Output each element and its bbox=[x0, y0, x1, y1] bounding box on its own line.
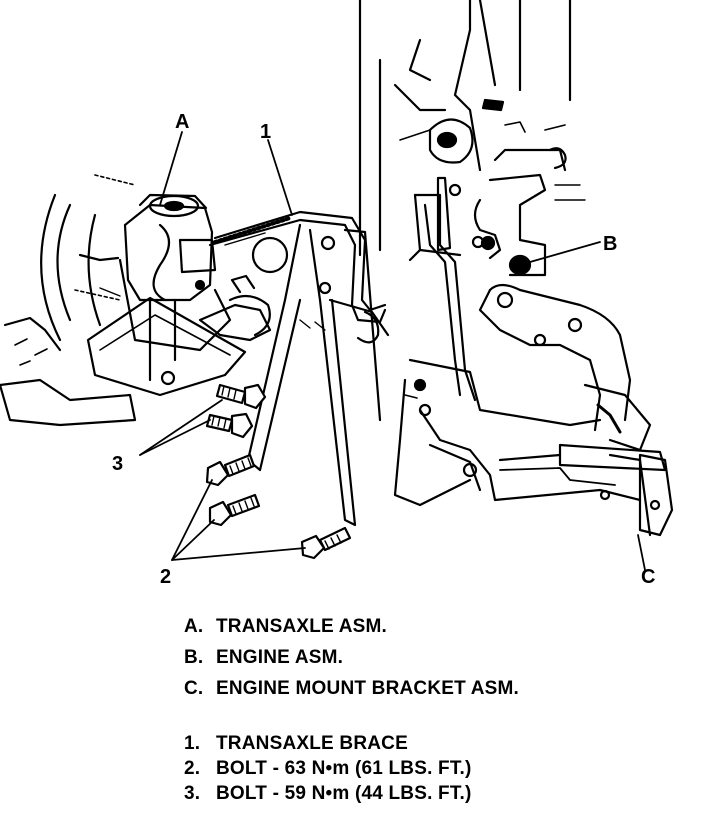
legend-key: 3. bbox=[184, 783, 201, 804]
legend-text: BOLT - 59 N•m (44 LBS. FT.) bbox=[216, 783, 472, 804]
bolts-3 bbox=[205, 383, 267, 439]
callout-1: 1 bbox=[260, 121, 271, 143]
transaxle-assembly bbox=[0, 174, 289, 427]
callout-b: B bbox=[603, 233, 617, 255]
legend-key: 1. bbox=[184, 733, 201, 754]
bolt-3-upper bbox=[215, 383, 267, 410]
leader-lines bbox=[139, 131, 646, 571]
legend-key: 2. bbox=[184, 758, 201, 779]
callout-2: 2 bbox=[160, 566, 171, 588]
legend-item-2: 2. BOLT - 63 N•m (61 LBS. FT.) bbox=[184, 758, 472, 780]
callout-3: 3 bbox=[112, 453, 123, 475]
callout-a: A bbox=[175, 111, 189, 133]
legend-item-3: 3. BOLT - 59 N•m (44 LBS. FT.) bbox=[184, 783, 472, 805]
legend-text: BOLT - 63 N•m (61 LBS. FT.) bbox=[216, 758, 472, 779]
bolt-2-lower bbox=[300, 526, 352, 560]
legend-item-1: 1. TRANSAXLE BRACE bbox=[184, 733, 408, 755]
legend-item-a: A. TRANSAXLE ASM. bbox=[184, 616, 387, 638]
legend-text: ENGINE ASM. bbox=[216, 647, 344, 668]
legend-text: TRANSAXLE BRACE bbox=[216, 733, 408, 754]
engine-mount-bracket bbox=[393, 193, 674, 537]
callout-c: C bbox=[641, 566, 655, 588]
legend-text: TRANSAXLE ASM. bbox=[216, 616, 387, 637]
bolt-2-middle bbox=[208, 493, 261, 527]
legend-key: C. bbox=[184, 678, 204, 699]
bolt-3-lower bbox=[205, 412, 254, 439]
transaxle-brace-diagram: A 1 B 3 2 C bbox=[0, 0, 674, 588]
legend-text: ENGINE MOUNT BRACKET ASM. bbox=[216, 678, 520, 699]
transaxle-brace bbox=[208, 210, 390, 527]
legend-item-b: B. ENGINE ASM. bbox=[184, 647, 343, 669]
legend-key: B. bbox=[184, 647, 204, 668]
legend-key: A. bbox=[184, 616, 204, 637]
legend-item-c: C. ENGINE MOUNT BRACKET ASM. bbox=[184, 678, 519, 700]
